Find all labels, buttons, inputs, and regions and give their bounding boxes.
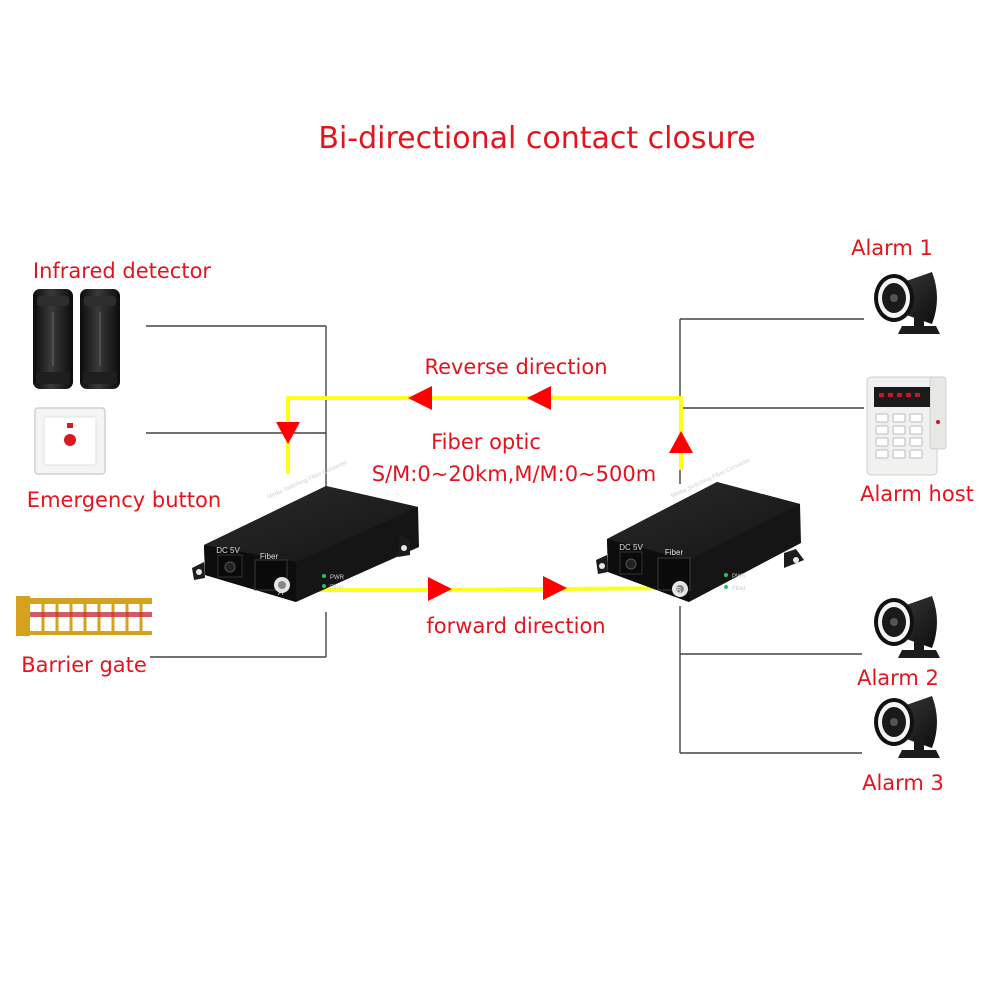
right-power-port-label: DC 5V: [619, 543, 643, 552]
alarm-1-label: Alarm 1: [851, 236, 933, 260]
infrared-detector-label: Infrared detector: [33, 259, 212, 283]
alarm-host-keypad-icon: [866, 376, 947, 476]
emergency-button-icon: [34, 407, 106, 475]
fiber-forward-path: [288, 586, 681, 592]
forward-arrow-right-icon: [543, 576, 567, 600]
right-led-pwr-label: PWR: [732, 574, 747, 580]
left-device-marker: A: [278, 588, 284, 597]
forward-arrow-right-icon: [428, 577, 452, 601]
left-led-pwr-label: PWR: [330, 575, 345, 581]
alarm-2-siren-icon: [874, 596, 940, 658]
alarm-2-label: Alarm 2: [857, 666, 939, 690]
barrier-gate-icon: [16, 596, 152, 636]
alarm-host-label: Alarm host: [860, 482, 974, 506]
right-fiber-port-label: Fiber: [665, 548, 684, 557]
fiber-optic-label: Fiber optic: [431, 430, 541, 454]
reverse-arrow-left-icon: [527, 386, 551, 410]
alarm-3-label: Alarm 3: [862, 771, 944, 795]
left-fiber-port-label: Fiber: [260, 552, 279, 561]
diagram-title: Bi-directional contact closure: [318, 121, 755, 156]
left-power-port-label: DC 5V: [216, 546, 240, 555]
left-led-fiber-label: Fiber: [330, 585, 344, 591]
emergency-button-label: Emergency button: [27, 488, 221, 512]
forward-direction-label: forward direction: [426, 614, 605, 638]
right-led-fiber-label: Fiber: [732, 586, 746, 592]
barrier-gate-label: Barrier gate: [21, 653, 147, 677]
reverse-arrow-left-icon: [408, 386, 432, 410]
right-device-marker: B: [676, 586, 681, 595]
alarm-3-siren-icon: [874, 696, 940, 758]
alarm-1-siren-icon: [874, 272, 940, 334]
infrared-detector-icon: [33, 289, 120, 389]
reverse-direction-label: Reverse direction: [424, 355, 607, 379]
fiber-distance-label: S/M:0~20km,M/M:0~500m: [372, 462, 656, 486]
reverse-arrow-up-icon: [669, 431, 693, 453]
left-signal-wiring: [146, 325, 327, 658]
